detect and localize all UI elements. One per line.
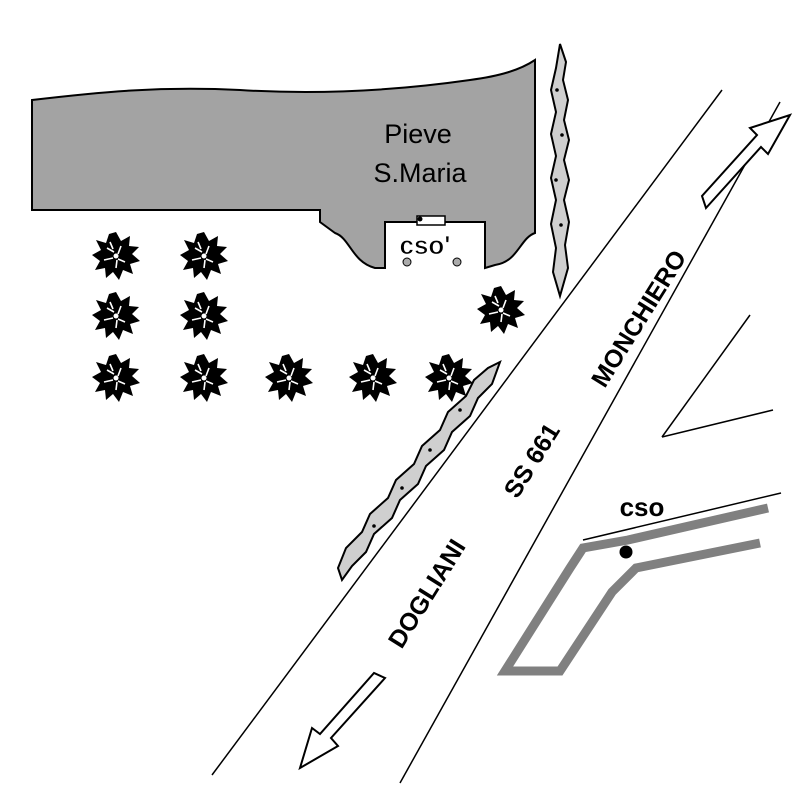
church-name-line1: Pieve [384, 119, 452, 149]
road-label-ss661: SS 661 [499, 418, 566, 502]
entrance-dot-icon [417, 216, 423, 222]
arrow-icon [700, 113, 793, 210]
tree-icon [91, 353, 141, 403]
church-building [31, 58, 536, 270]
road-label-dogliani: DOGLIANI [383, 535, 472, 653]
side-road-line-2 [661, 314, 751, 438]
road-label-monchiero: MONCHIERO [586, 245, 692, 392]
entrance-post-icon [402, 257, 412, 267]
tree-icon [91, 291, 141, 341]
tree-icon [179, 291, 229, 341]
tree-icon [264, 353, 314, 403]
church-name-line2: S.Maria [373, 158, 467, 188]
hedge-icon [549, 43, 571, 300]
marker-dot-icon [619, 545, 633, 559]
path-outline [496, 503, 770, 676]
side-road-line [661, 409, 774, 438]
road-edge-right [399, 101, 781, 784]
entrance-post-icon [452, 257, 462, 267]
cso-church-label: cso' [400, 230, 451, 260]
tree-icon [476, 285, 526, 335]
hedge-icon [336, 359, 502, 583]
tree-icon [348, 353, 398, 403]
arrow-icon [298, 671, 387, 771]
entrance-box [416, 215, 446, 226]
tree-icon [179, 353, 229, 403]
cso-bottom-label: cso [620, 492, 665, 522]
tree-icon [91, 231, 141, 281]
tree-icon [179, 231, 229, 281]
boundary-line [582, 492, 782, 541]
road-edge-left [211, 89, 723, 776]
